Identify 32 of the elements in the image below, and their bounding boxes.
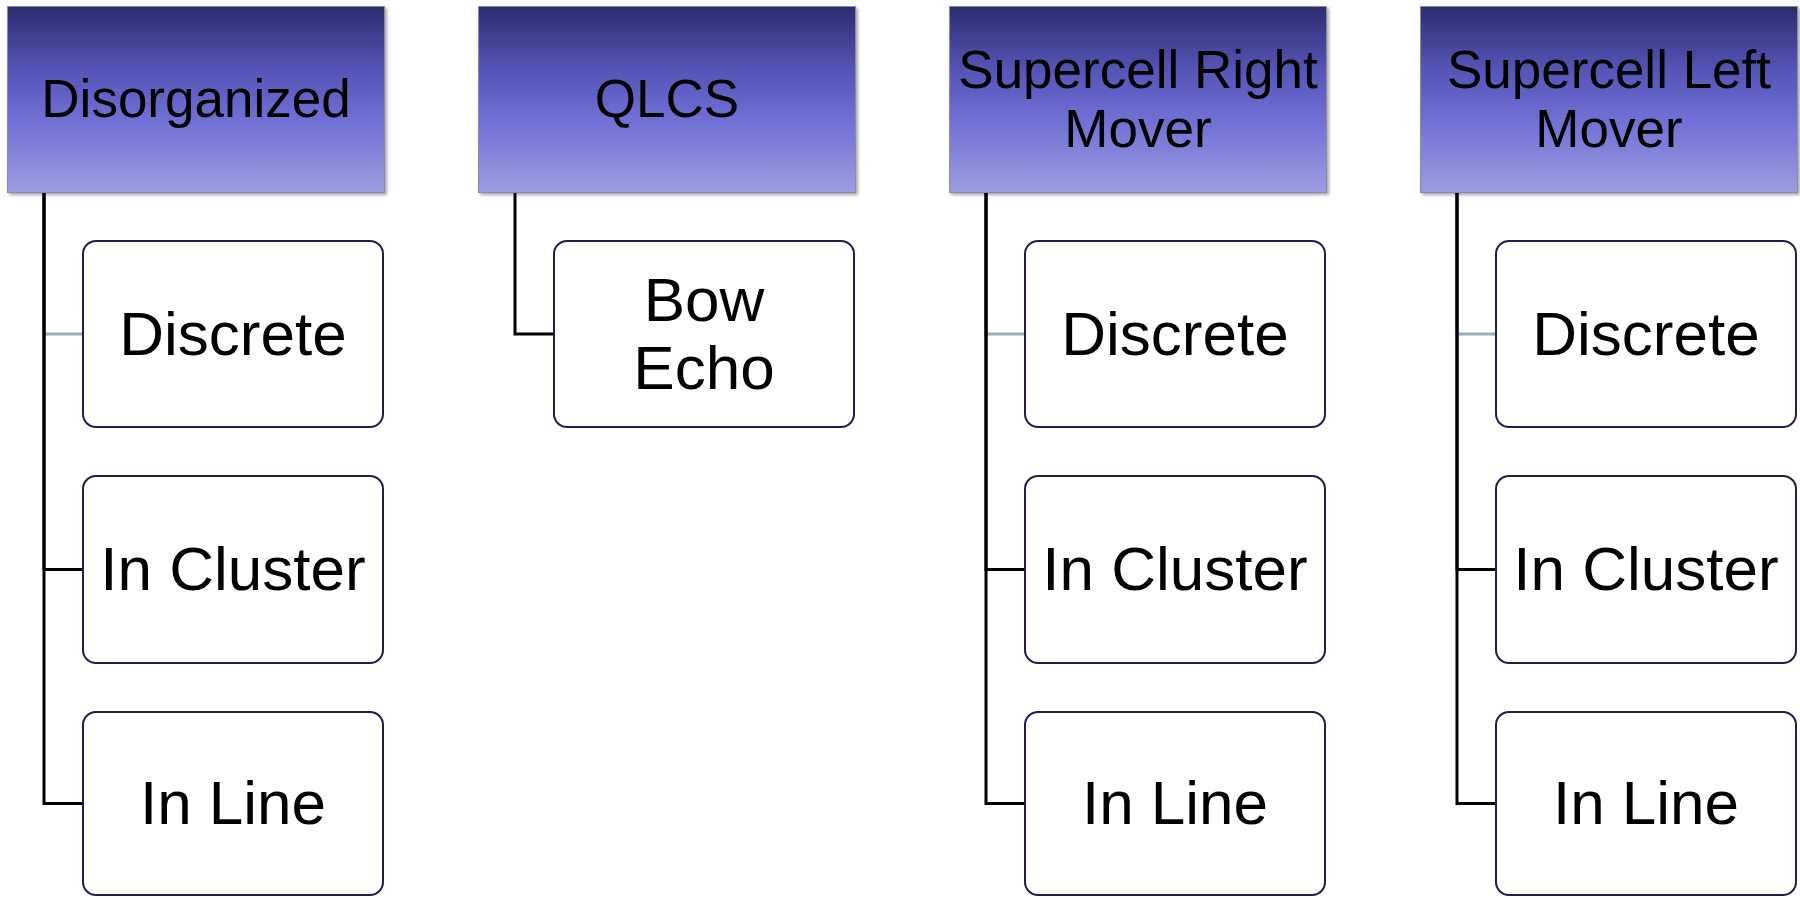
connector-line [42,193,82,805]
box-label: Supercell Left Mover [1445,41,1773,158]
box-label: In Line [139,769,327,838]
subtype-box [82,240,384,428]
subtype-box [1024,240,1326,428]
box-label: QLCS [594,70,740,129]
box-label: In Line [1552,769,1740,838]
subtype-box [1495,711,1797,896]
category-box [7,6,385,193]
box-label: In Cluster [100,535,366,604]
connector-line [513,193,553,336]
subtype-box [82,475,384,664]
subtype-box [1495,240,1797,428]
subtype-box [1024,711,1326,896]
category-box [478,6,856,193]
box-label: Supercell Right Mover [957,41,1319,158]
box-label: Discrete [1061,299,1289,369]
box-label: Discrete [119,299,347,369]
subtype-box [1495,475,1797,664]
box-label: Bow Echo [632,265,776,403]
connector-line [1455,193,1495,805]
category-box [949,6,1327,193]
box-label: Discrete [1532,299,1760,369]
subtype-box [1024,475,1326,664]
box-label: In Cluster [1042,535,1308,604]
box-label: In Line [1081,769,1269,838]
box-label: Disorganized [41,70,351,129]
subtype-box [553,240,855,428]
subtype-box [82,711,384,896]
box-label: In Cluster [1513,535,1779,604]
category-box [1420,6,1798,193]
connector-line [984,193,1024,805]
